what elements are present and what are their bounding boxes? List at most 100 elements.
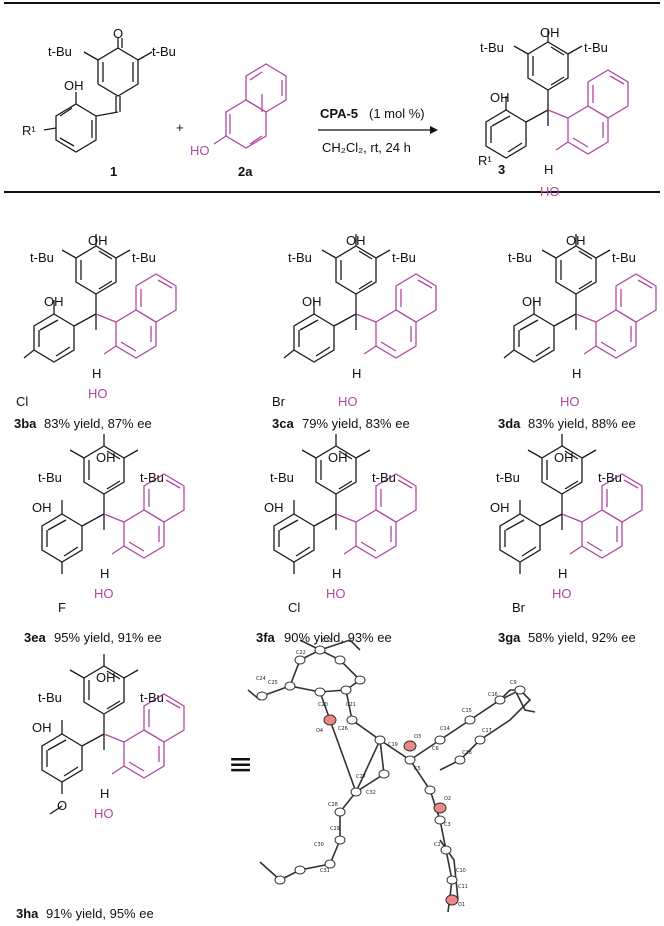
svg-text:O3: O3 bbox=[414, 734, 421, 740]
oh-label: OH bbox=[264, 500, 284, 515]
h-label: H bbox=[100, 786, 109, 801]
h-label: H bbox=[352, 366, 361, 381]
r1-label: R¹ bbox=[22, 123, 36, 138]
reactant-1-structure bbox=[43, 38, 153, 153]
oh-label: OH bbox=[64, 78, 84, 93]
svg-text:C18: C18 bbox=[462, 750, 472, 756]
arrow-head bbox=[430, 126, 438, 134]
naphthol-oh-label: HO bbox=[94, 806, 114, 821]
h-label: H bbox=[332, 566, 341, 581]
product-3fa-structure bbox=[273, 433, 417, 574]
svg-text:C16: C16 bbox=[488, 692, 498, 698]
oh-label: OH bbox=[96, 670, 116, 685]
svg-text:C26: C26 bbox=[338, 726, 348, 732]
svg-text:O4: O4 bbox=[316, 728, 323, 734]
oh-label: OH bbox=[554, 450, 574, 465]
tbu-label: t-Bu bbox=[140, 690, 164, 705]
naphthol-oh-label: HO bbox=[190, 143, 210, 158]
svg-text:C23: C23 bbox=[322, 638, 332, 644]
product-3da-structure bbox=[503, 233, 657, 363]
product-id: 3ba bbox=[14, 416, 37, 431]
naphthol-oh-label: HO bbox=[560, 394, 580, 409]
svg-text:C14: C14 bbox=[440, 726, 450, 732]
crystal-atoms bbox=[256, 645, 526, 906]
substituent-label: O bbox=[57, 798, 67, 813]
svg-text:C30: C30 bbox=[314, 842, 324, 848]
tbu-label: t-Bu bbox=[496, 470, 520, 485]
reactant-2a-structure bbox=[213, 63, 287, 149]
tbu-label: t-Bu bbox=[38, 690, 62, 705]
product-3-id: 3 bbox=[498, 162, 505, 177]
oh-label: OH bbox=[566, 233, 586, 248]
yield-text: 83% yield, 88% ee bbox=[528, 416, 636, 431]
svg-text:C21: C21 bbox=[346, 702, 356, 708]
oh-label: OH bbox=[88, 233, 108, 248]
oh-label: OH bbox=[32, 500, 52, 515]
oh-label: OH bbox=[302, 294, 322, 309]
product-3ha-structure bbox=[41, 653, 185, 815]
h-label: H bbox=[100, 566, 109, 581]
h-label: H bbox=[544, 162, 553, 177]
product-id: 3ea bbox=[24, 630, 46, 645]
tbu-label: t-Bu bbox=[48, 44, 72, 59]
naphthol-oh-label: HO bbox=[552, 586, 572, 601]
tbu-label: t-Bu bbox=[140, 470, 164, 485]
oh-label: OH bbox=[44, 294, 64, 309]
h-label: H bbox=[558, 566, 567, 581]
reactant-1-id: 1 bbox=[110, 164, 117, 179]
svg-text:C29: C29 bbox=[330, 826, 340, 832]
yield-text: 91% yield, 95% ee bbox=[46, 906, 154, 921]
svg-text:C15: C15 bbox=[462, 708, 472, 714]
r1-label: R¹ bbox=[478, 153, 492, 168]
svg-text:C24: C24 bbox=[256, 676, 266, 682]
oh-label: OH bbox=[96, 450, 116, 465]
oh-label: OH bbox=[328, 450, 348, 465]
svg-text:C3: C3 bbox=[444, 822, 451, 828]
product-id: 3ga bbox=[498, 630, 521, 645]
catalyst-name: CPA-5 bbox=[320, 106, 358, 121]
oh-label: OH bbox=[540, 25, 560, 40]
tbu-label: t-Bu bbox=[508, 250, 532, 265]
oh-label: OH bbox=[490, 500, 510, 515]
tbu-label: t-Bu bbox=[270, 470, 294, 485]
oh-label: OH bbox=[32, 720, 52, 735]
product-3ga-structure bbox=[499, 433, 643, 574]
svg-text:C5: C5 bbox=[414, 766, 421, 772]
svg-text:C11: C11 bbox=[458, 884, 468, 890]
naphthol-oh-label: HO bbox=[326, 586, 346, 601]
product-id: 3ca bbox=[272, 416, 294, 431]
crystal-structure-ortep bbox=[247, 639, 536, 913]
yield-text: 83% yield, 87% ee bbox=[44, 416, 152, 431]
svg-text:C32: C32 bbox=[366, 790, 376, 796]
ketone-o-label: O bbox=[113, 26, 123, 41]
oh-label: OH bbox=[490, 90, 510, 105]
svg-text:C9: C9 bbox=[510, 680, 517, 686]
substituent-label: F bbox=[58, 600, 66, 615]
svg-text:C25: C25 bbox=[268, 680, 278, 686]
tbu-label: t-Bu bbox=[288, 250, 312, 265]
tbu-label: t-Bu bbox=[480, 40, 504, 55]
svg-text:C31: C31 bbox=[320, 868, 330, 874]
yield-text: 95% yield, 91% ee bbox=[54, 630, 162, 645]
tbu-label: t-Bu bbox=[152, 44, 176, 59]
h-label: H bbox=[92, 366, 101, 381]
naphthol-oh-label: HO bbox=[540, 184, 560, 199]
product-3ea-structure bbox=[41, 433, 185, 574]
svg-text:C28: C28 bbox=[328, 802, 338, 808]
svg-text:C2: C2 bbox=[434, 842, 441, 848]
product-id: 3fa bbox=[256, 630, 276, 645]
substituent-label: Br bbox=[512, 600, 526, 615]
h-label: H bbox=[572, 366, 581, 381]
svg-text:O2: O2 bbox=[444, 796, 451, 802]
product-id: 3da bbox=[498, 416, 521, 431]
yield-text: 79% yield, 83% ee bbox=[302, 416, 410, 431]
substituent-label: Cl bbox=[288, 600, 300, 615]
oh-label: OH bbox=[522, 294, 542, 309]
reaction-conditions: CH₂Cl₂, rt, 24 h bbox=[322, 140, 411, 155]
tbu-label: t-Bu bbox=[598, 470, 622, 485]
svg-text:C22: C22 bbox=[296, 650, 306, 656]
tbu-label: t-Bu bbox=[132, 250, 156, 265]
tbu-label: t-Bu bbox=[372, 470, 396, 485]
svg-text:C20: C20 bbox=[318, 702, 328, 708]
